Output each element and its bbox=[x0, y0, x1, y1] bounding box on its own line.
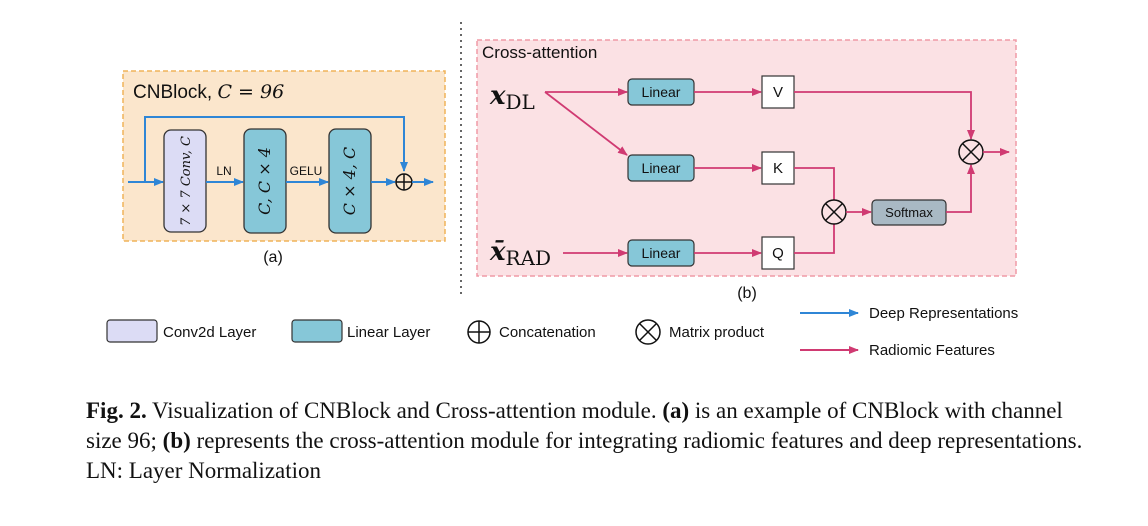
conv-block-label: 7 × 7 Conv, C bbox=[179, 136, 194, 226]
linear-block-1-label: C, C × 4 bbox=[255, 147, 274, 215]
figure: CNBlock, C = 96 7 × 7 Conv, C LN C, C × … bbox=[106, 22, 1018, 359]
panel-b-caption: (b) bbox=[737, 285, 757, 302]
figure-canvas: CNBlock, C = 96 7 × 7 Conv, C LN C, C × … bbox=[106, 22, 1018, 359]
gelu-label: GELU bbox=[290, 164, 323, 178]
linear-v-label: Linear bbox=[642, 84, 681, 100]
v-to-product-arrow bbox=[794, 91, 975, 140]
legend-matrix-product-label: Matrix product bbox=[669, 324, 765, 341]
legend: Conv2d Layer Linear Layer Concatenation … bbox=[106, 305, 1018, 359]
caption-text-1: Visualization of CNBlock and Cross-atten… bbox=[146, 398, 663, 423]
legend-radiomic-label: Radiomic Features bbox=[869, 342, 995, 359]
panel-b-title: Cross-attention bbox=[482, 43, 597, 62]
caption-text-2: is an example of CNBlock with channel si… bbox=[86, 398, 1063, 453]
k-to-product-line bbox=[794, 167, 835, 200]
panel-a-caption: (a) bbox=[263, 249, 283, 266]
legend-conv2d-label: Conv2d Layer bbox=[163, 324, 256, 341]
concat-icon bbox=[395, 173, 413, 191]
input-rad-label: x̄RAD bbox=[489, 237, 551, 270]
caption-fig-label: Fig. 2. bbox=[86, 398, 147, 423]
linear-block-2-label: C × 4, C bbox=[340, 147, 359, 215]
dl-to-linear-k-arrow bbox=[544, 91, 628, 156]
input-dl-label: xDL bbox=[489, 81, 535, 114]
v-box bbox=[761, 75, 795, 109]
legend-linear-label: Linear Layer bbox=[347, 324, 430, 341]
caption-b-label: (b) bbox=[162, 428, 191, 453]
legend-linear-swatch bbox=[291, 319, 343, 343]
legend-matrix-product-icon bbox=[635, 319, 661, 345]
softmax-label: Softmax bbox=[885, 205, 933, 220]
q-label: Q bbox=[772, 245, 784, 262]
q-box bbox=[761, 236, 795, 270]
legend-concat-label: Concatenation bbox=[499, 324, 596, 341]
caption-text-3: represents the cross-attention module fo… bbox=[86, 428, 1083, 483]
q-to-product-line bbox=[794, 224, 835, 254]
legend-concat-icon bbox=[467, 320, 491, 344]
skip-connection-arrow bbox=[144, 116, 408, 182]
figure-caption: Fig. 2. Visualization of CNBlock and Cro… bbox=[86, 396, 1096, 486]
linear-k-label: Linear bbox=[642, 160, 681, 176]
softmax-to-product-arrow bbox=[946, 164, 975, 213]
v-label: V bbox=[773, 84, 783, 101]
ln-label: LN bbox=[216, 164, 231, 178]
panel-a-title: CNBlock, C = 96 bbox=[133, 81, 284, 103]
linear-q-label: Linear bbox=[642, 245, 681, 261]
k-label: K bbox=[773, 160, 783, 177]
legend-conv2d-swatch bbox=[106, 319, 158, 343]
k-box bbox=[761, 151, 795, 185]
panel-b-background bbox=[476, 39, 1017, 277]
caption-a-label: (a) bbox=[662, 398, 690, 423]
legend-deep-label: Deep Representations bbox=[869, 305, 1018, 322]
